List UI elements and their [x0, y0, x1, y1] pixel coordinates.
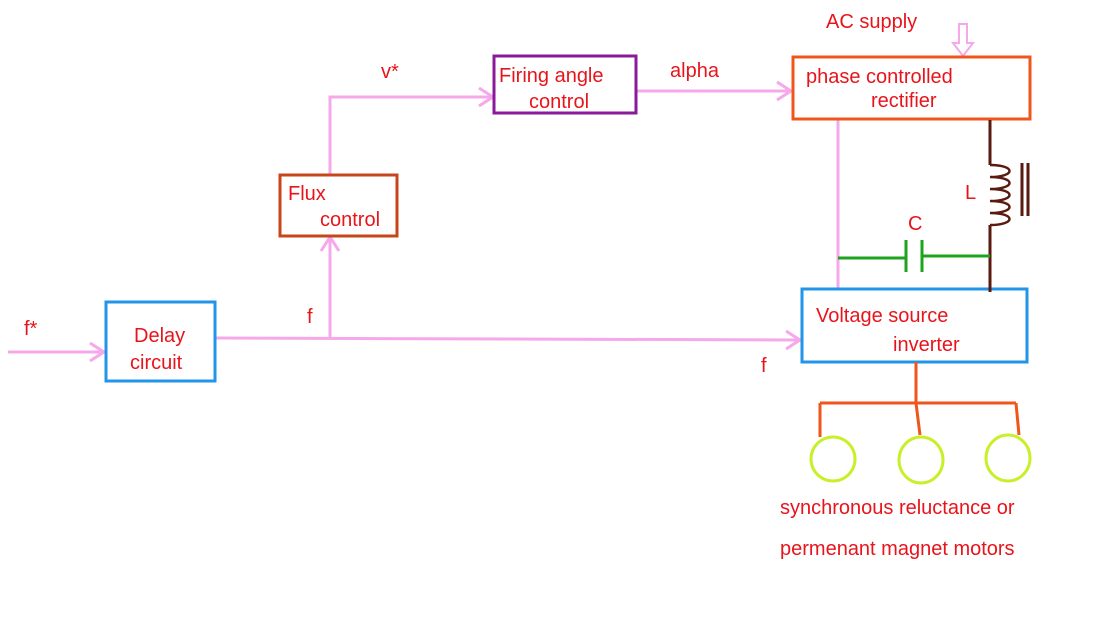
rectifier-label-line2: rectifier: [871, 90, 937, 112]
firing-label-line1: Firing angle: [499, 65, 604, 87]
delay-label-line1: Delay: [134, 325, 185, 347]
vstar-line: [328, 95, 493, 175]
motor-icon: [897, 435, 945, 485]
delay-circuit-block: [104, 300, 217, 383]
inductor-icon: [988, 120, 1030, 292]
motor-wiring: [818, 362, 1021, 437]
flux-label-line1: Flux: [288, 183, 326, 205]
alpha-label: alpha: [670, 60, 720, 82]
inverter-label-line2: inverter: [893, 334, 960, 356]
rectifier-label-line1: phase controlled: [806, 66, 953, 88]
ac-supply-arrow-icon: [950, 23, 976, 58]
inverter-label-line1: Voltage source: [816, 305, 948, 327]
fstar-label: f*: [24, 318, 38, 340]
motor-caption-line2: permenant magnet motors: [780, 538, 1015, 560]
f-line: [215, 336, 801, 342]
capacitor-icon: [838, 240, 990, 272]
rectifier-block: [791, 55, 1032, 121]
motor-icon: [809, 435, 857, 483]
inverter-block: [800, 287, 1029, 364]
f-label-top: f: [307, 306, 313, 328]
flux-control-block: [278, 173, 399, 238]
flux-label-line2: control: [320, 209, 380, 231]
f-label-bottom: f: [761, 355, 767, 377]
inductor-label: L: [965, 182, 976, 204]
signal-lines: [8, 23, 976, 363]
capacitor-label: C: [908, 213, 922, 235]
f-arrowhead: [785, 329, 803, 351]
motor-caption-line1: synchronous reluctance or: [780, 497, 1015, 519]
vstar-label: v*: [381, 61, 399, 83]
motor-icon: [984, 433, 1032, 483]
ac-supply-label: AC supply: [826, 11, 917, 33]
firing-label-line2: control: [529, 91, 589, 113]
delay-label-line2: circuit: [130, 352, 183, 374]
fstar-arrowhead: [89, 341, 107, 363]
alpha-arrowhead: [776, 80, 794, 102]
firing-angle-block: [492, 54, 638, 115]
